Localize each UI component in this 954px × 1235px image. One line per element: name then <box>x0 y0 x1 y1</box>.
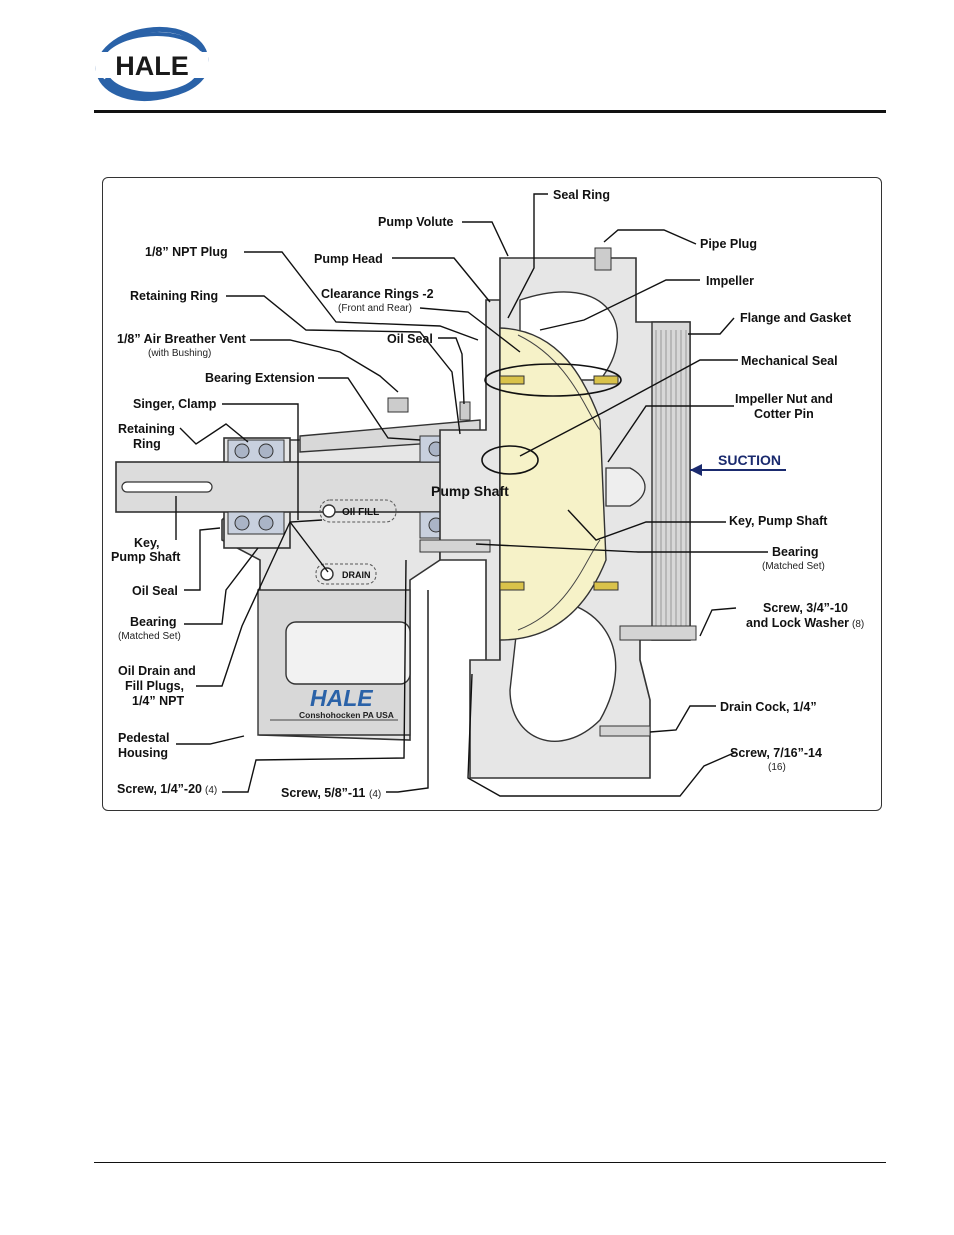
label-screw-34-2: and Lock Washer <box>746 616 849 630</box>
label-key-shaft-right: Key, Pump Shaft <box>729 514 828 528</box>
hale-logo: HALE <box>95 27 209 101</box>
label-oil-seal-bottom: Oil Seal <box>132 584 178 598</box>
label-singer-clamp: Singer, Clamp <box>133 397 217 411</box>
label-pedestal-1: Pedestal <box>118 731 169 745</box>
label-oil-seal-top: Oil Seal <box>387 332 433 346</box>
label-pipe-plug: Pipe Plug <box>700 237 757 251</box>
label-screw-716-qty: (16) <box>768 762 786 773</box>
label-retaining-ring-left-2: Ring <box>133 437 161 451</box>
label-screw-34-qty: (8) <box>852 619 864 630</box>
label-oil-drain-3: 1/4” NPT <box>132 694 184 708</box>
label-retaining-ring-left-1: Retaining <box>118 422 175 436</box>
housing-city-text: Conshohocken PA USA <box>299 710 394 720</box>
label-flange-gasket: Flange and Gasket <box>740 311 852 325</box>
label-drain: DRAIN <box>342 570 371 580</box>
label-bearing-right-sub: (Matched Set) <box>762 561 825 572</box>
label-impeller-nut-2: Cotter Pin <box>754 407 814 421</box>
label-bearing-extension: Bearing Extension <box>205 371 315 385</box>
label-bearing-left-sub: (Matched Set) <box>118 631 181 642</box>
label-oil-drain-1: Oil Drain and <box>118 664 196 678</box>
label-screw-14: Screw, 1/4”-20 <box>117 782 202 796</box>
label-impeller: Impeller <box>706 274 754 288</box>
label-retaining-ring-top: Retaining Ring <box>130 289 218 303</box>
label-screw-34-1: Screw, 3/4”-10 <box>763 601 848 615</box>
label-screw-58: Screw, 5/8”-11 <box>281 786 365 800</box>
label-air-breather-sub: (with Bushing) <box>148 348 211 359</box>
label-screw-716: Screw, 7/16”-14 <box>730 746 822 760</box>
label-npt-plug: 1/8” NPT Plug <box>145 245 228 259</box>
label-key-shaft-left-1: Key, <box>134 536 159 550</box>
label-oil-drain-2: Fill Plugs, <box>125 679 184 693</box>
label-impeller-nut-1: Impeller Nut and <box>735 392 833 406</box>
label-key-shaft-left-2: Pump Shaft <box>111 550 181 564</box>
label-screw-58-qty: (4) <box>369 789 381 800</box>
label-mechanical-seal: Mechanical Seal <box>741 354 838 368</box>
label-pump-shaft: Pump Shaft <box>431 483 509 499</box>
label-bearing-left: Bearing <box>130 615 177 629</box>
label-bearing-right: Bearing <box>772 545 819 559</box>
label-seal-ring: Seal Ring <box>553 188 610 202</box>
label-pedestal-2: Housing <box>118 746 168 760</box>
label-pump-volute: Pump Volute <box>378 215 454 229</box>
label-suction: SUCTION <box>718 452 781 468</box>
header-rule <box>94 110 886 113</box>
label-clearance-rings-sub: (Front and Rear) <box>338 303 412 314</box>
label-drain-cock: Drain Cock, 1/4” <box>720 700 817 714</box>
label-oil-fill: OIl FILL <box>342 507 379 518</box>
housing-brand-text: HALE <box>310 685 373 711</box>
footer-rule <box>94 1162 886 1163</box>
label-screw-14-qty: (4) <box>205 785 217 796</box>
label-pump-head: Pump Head <box>314 252 383 266</box>
label-air-breather: 1/8” Air Breather Vent <box>117 332 247 346</box>
label-clearance-rings: Clearance Rings -2 <box>321 287 434 301</box>
logo-text: HALE <box>115 51 189 81</box>
